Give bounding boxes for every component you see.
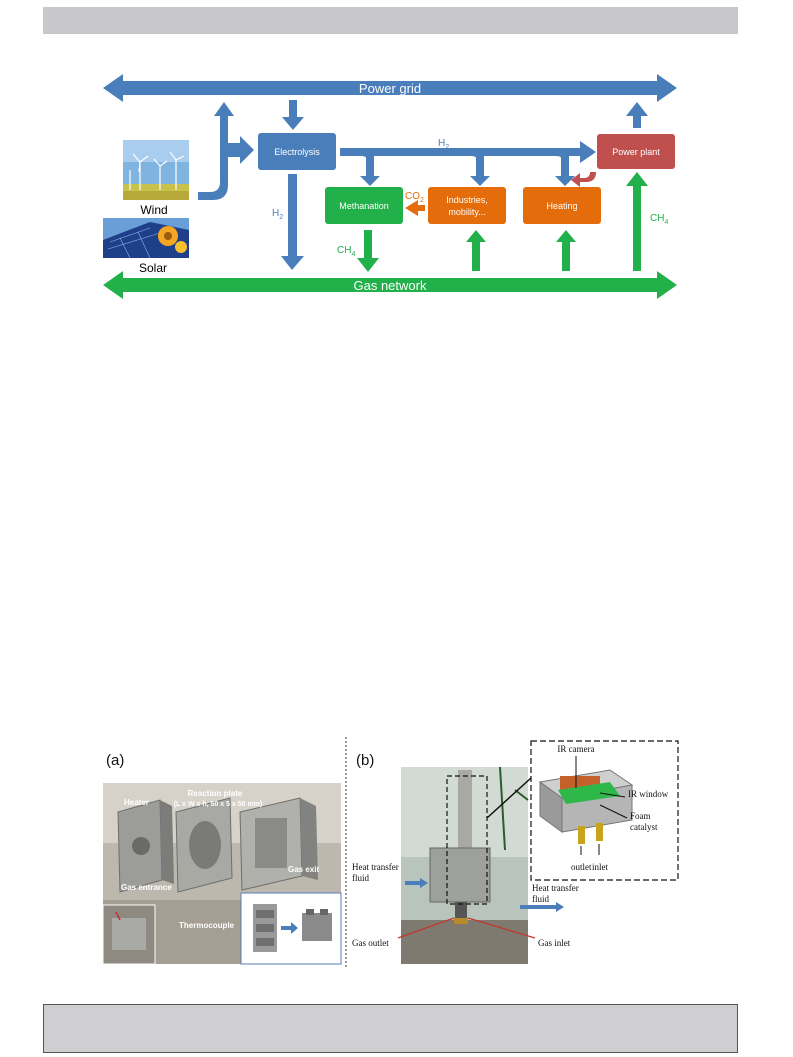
gas-network-label: Gas network	[354, 278, 427, 293]
heating-label: Heating	[546, 201, 577, 211]
wind-turbines-image	[123, 140, 189, 200]
panel-b-photo	[401, 766, 529, 964]
ir-camera-label: IR camera	[557, 744, 594, 754]
power-plant-label: Power plant	[612, 147, 660, 157]
panel-b-label: (b)	[356, 752, 374, 769]
h2-to-gas-network-arrow	[281, 174, 304, 270]
panel-a-label: (a)	[106, 752, 124, 769]
methanation-to-gas-arrow	[357, 230, 379, 272]
power-plant-box	[597, 134, 675, 169]
reactor-figure: (a) Heater Reaction plate (L x W x h, 50…	[102, 737, 679, 968]
htf-in-arrow	[405, 878, 428, 888]
solar-panels-image	[103, 218, 189, 259]
outlet-label: outlet	[571, 862, 592, 872]
foam-catalyst-label-line1: Foam	[630, 811, 651, 821]
electrolysis-box	[258, 133, 336, 170]
h2-main-arrow	[340, 141, 596, 163]
co2-label: CO2	[405, 191, 424, 204]
renewables-arrow	[198, 102, 254, 200]
htf-out-label-line2: fluid	[532, 894, 549, 904]
industries-box	[428, 187, 506, 224]
gas-outlet-pointer	[397, 917, 455, 939]
gas-to-industries-arrow	[466, 230, 486, 271]
industries-label-line1: Industries,	[446, 195, 488, 205]
foam-catalyst-label-line2: catalyst	[630, 822, 658, 832]
gas-inlet-pointer	[467, 917, 536, 939]
inlet-label: inlet	[592, 862, 608, 872]
h2-branch-arrows	[360, 150, 575, 186]
ir-window-label: IR window	[628, 789, 669, 799]
heating-box	[523, 187, 601, 224]
panel-a-inset-photo	[102, 904, 156, 965]
reactor-3d-diagram	[538, 769, 634, 844]
gas-outlet-label: Gas outlet	[352, 938, 389, 948]
htf-in-label-line2: fluid	[352, 873, 369, 883]
zoom-region-box	[446, 775, 488, 905]
gas-to-power-plant-arrow	[626, 172, 648, 271]
gas-to-heating-arrow	[556, 230, 576, 271]
heater-label: Heater	[124, 798, 149, 807]
reaction-plate-label-line2: (L x W x h, 50 x 5 x 50 mm)	[174, 801, 263, 808]
h2-label-left: H2	[272, 208, 283, 221]
header-bar	[43, 7, 738, 34]
h2-label-top: H2	[438, 138, 449, 151]
solar-label: Solar	[139, 261, 167, 275]
ch4-label-left: CH4	[337, 245, 355, 258]
zoom-pointer-arrow	[486, 777, 532, 819]
ch4-label-right: CH4	[650, 213, 668, 226]
gas-inlet-label: Gas inlet	[538, 938, 571, 948]
co2-arrow	[405, 200, 425, 216]
panel-a-inset-diagram	[240, 892, 342, 965]
grid-to-electrolysis-arrow	[282, 100, 304, 130]
htf-in-label-line1: Heat transfer	[352, 862, 399, 872]
methanation-label: Methanation	[339, 201, 389, 211]
thermocouple-label: Thermocouple	[179, 921, 235, 930]
power-plant-to-grid-arrow	[626, 102, 648, 128]
heating-feedback-arrow	[571, 172, 596, 187]
reaction-plate-label-line1: Reaction plate	[188, 789, 243, 798]
power-grid-arrow	[103, 74, 677, 102]
power-grid-label: Power grid	[359, 81, 421, 96]
gas-exit-label: Gas exit	[288, 865, 319, 874]
gas-network-arrow	[103, 271, 677, 299]
footer-box	[43, 1004, 738, 1053]
industries-label-line2: mobility...	[448, 207, 485, 217]
power-to-gas-diagram: Power grid Gas network Wind Solar	[103, 74, 677, 299]
wind-label: Wind	[140, 203, 167, 217]
electrolysis-label: Electrolysis	[274, 147, 320, 157]
methanation-box	[325, 187, 403, 224]
htf-out-arrow	[520, 902, 564, 912]
gas-entrance-label: Gas entrance	[121, 883, 172, 892]
htf-out-label-line1: Heat transfer	[532, 883, 579, 893]
ir-inset-leaders	[575, 756, 628, 855]
